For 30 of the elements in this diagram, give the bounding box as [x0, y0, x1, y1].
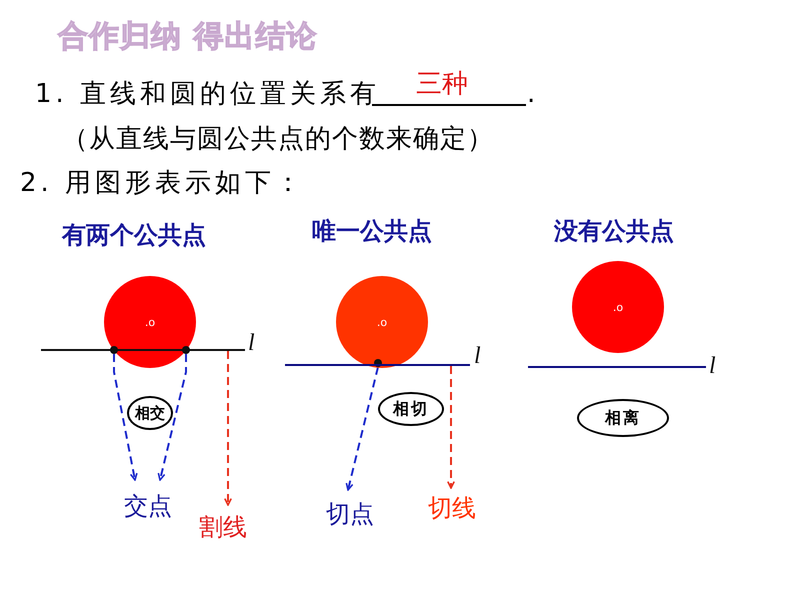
period: .: [527, 78, 536, 110]
straight-line: [41, 349, 245, 351]
case-heading: 没有公共点: [554, 216, 674, 246]
line-label: 割线: [187, 505, 259, 543]
straight-line: [528, 366, 706, 368]
arrow: [224, 351, 232, 506]
title: 合作归纳 得出结论: [58, 18, 318, 56]
case-heading: 有两个公共点: [62, 220, 206, 250]
arrow: [158, 354, 187, 481]
case-heading: 唯一公共点: [312, 216, 432, 246]
answer-text: 三种: [416, 68, 468, 100]
note-text: （从直线与圆公共点的个数来确定）: [62, 123, 494, 155]
circle-drawing: .o: [572, 261, 664, 353]
circle-drawing: .o: [336, 276, 428, 368]
question-text: 2. 用图形表示如下：: [20, 167, 306, 199]
arrow: [113, 354, 138, 481]
line-name: l: [709, 353, 716, 380]
arrow: [447, 366, 455, 489]
line-name: l: [474, 343, 481, 370]
line-name: l: [248, 330, 255, 357]
straight-line: [285, 364, 470, 366]
point-label: 切点: [315, 490, 385, 530]
relation-ellipse: 相切: [378, 392, 444, 426]
question-text: 1. 直线和圆的位置关系有: [35, 78, 380, 110]
point-label: 交点: [113, 480, 183, 522]
circle-drawing: .o: [104, 276, 196, 368]
line-label: 切线: [418, 488, 486, 524]
arrow: [346, 366, 379, 491]
relation-ellipse: 相离: [577, 399, 669, 437]
relation-ellipse: 相交: [127, 396, 173, 430]
